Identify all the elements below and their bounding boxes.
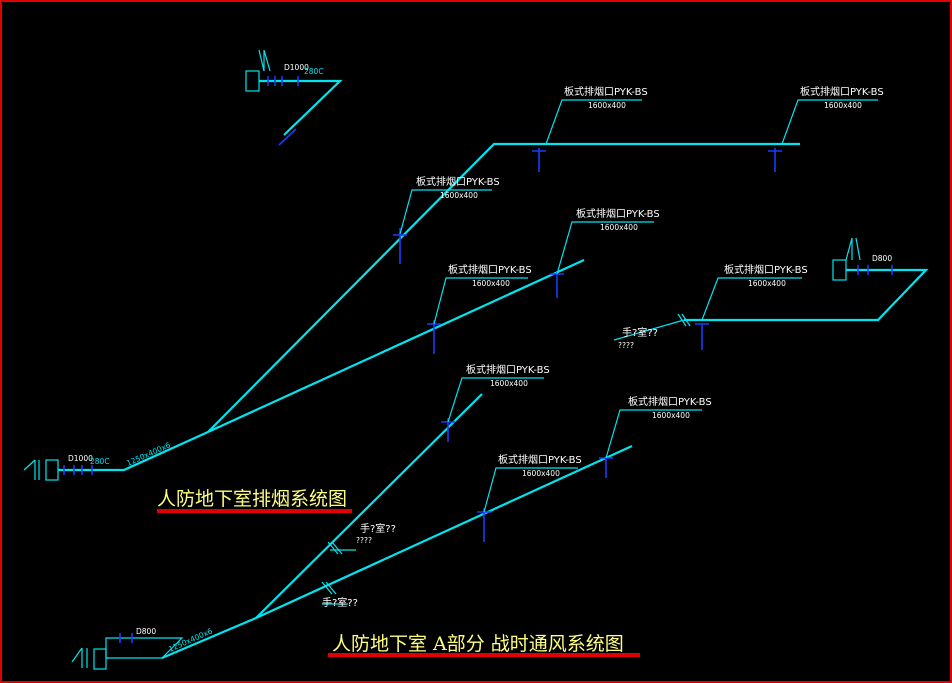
duct-right-fan	[684, 268, 929, 322]
svg-text:板式排烟口PYK-BS: 板式排烟口PYK-BS	[564, 85, 648, 98]
svg-text:1600x400: 1600x400	[600, 223, 638, 232]
title-smoke-system: 人防地下室排烟系统图	[157, 488, 348, 510]
ventilation-system: D800 1250x400x6 手?室?? ???? 手?室?? 板式排烟口PY…	[71, 363, 712, 670]
label-d1000-smoke: D1000	[68, 454, 93, 463]
fan-assembly-top[interactable]: D1000 280C	[245, 49, 343, 146]
outlet-smoke-1[interactable]: 板式排烟口PYK-BS 1600x400	[393, 175, 500, 264]
manual-valve-right-leader	[613, 313, 691, 341]
label-manual-valve-right: 手?室??	[622, 326, 658, 339]
duct-main-smoke[interactable]	[58, 430, 209, 472]
svg-text:板式排烟口PYK-BS: 板式排烟口PYK-BS	[628, 395, 712, 408]
right-valve-marks	[857, 265, 893, 275]
vent-valve-marks	[119, 633, 133, 643]
svg-text:1600x400: 1600x400	[472, 279, 510, 288]
fan-box-right	[832, 259, 847, 281]
duct-branch-lower-vent[interactable]	[255, 444, 633, 620]
label-d800-right: D800	[872, 254, 892, 263]
svg-text:板式排烟口PYK-BS: 板式排烟口PYK-BS	[416, 175, 500, 188]
svg-text:板式排烟口PYK-BS: 板式排烟口PYK-BS	[498, 453, 582, 466]
svg-text:1600x400: 1600x400	[748, 279, 786, 288]
svg-text:1600x400: 1600x400	[588, 101, 626, 110]
fan-symbol-right	[845, 237, 861, 261]
smoke-valve-marks	[63, 465, 93, 475]
fan-symbol-smoke	[23, 459, 40, 480]
outlet-smoke-4[interactable]: 板式排烟口PYK-BS 1600x400	[427, 263, 532, 354]
svg-text:板式排烟口PYK-BS: 板式排烟口PYK-BS	[576, 207, 660, 220]
fan-outlet-mark	[278, 128, 297, 146]
outlet-vent-3[interactable]: 板式排烟口PYK-BS 1600x400	[599, 395, 712, 478]
fan-box	[245, 70, 260, 92]
duct-branch-upper-smoke[interactable]	[207, 142, 800, 433]
svg-text:板式排烟口PYK-BS: 板式排烟口PYK-BS	[448, 263, 532, 276]
svg-text:板式排烟口PYK-BS: 板式排烟口PYK-BS	[800, 85, 884, 98]
fan-assembly-right[interactable]: D800 手?室?? ???? 板式排烟口PYK-BS 1600x400	[613, 237, 929, 350]
outlet-right[interactable]: 板式排烟口PYK-BS 1600x400	[695, 263, 808, 350]
label-duct-size-vent: 1250x400x6	[167, 626, 214, 653]
fan-box-vent	[93, 648, 107, 670]
outlet-smoke-5[interactable]: 板式排烟口PYK-BS 1600x400	[550, 207, 660, 298]
manual-valve-vent-upper[interactable]: 手?室?? ????	[327, 522, 396, 555]
duct-top-fan	[259, 79, 343, 136]
svg-text:1600x400: 1600x400	[490, 379, 528, 388]
label-manual-valve-right-sub: ????	[618, 341, 634, 350]
svg-text:手?室??: 手?室??	[322, 596, 358, 609]
svg-text:板式排烟口PYK-BS: 板式排烟口PYK-BS	[466, 363, 550, 376]
fan-symbol-vent	[71, 647, 88, 668]
svg-text:板式排烟口PYK-BS: 板式排烟口PYK-BS	[724, 263, 808, 276]
svg-text:1600x400: 1600x400	[522, 469, 560, 478]
outlet-smoke-2[interactable]: 板式排烟口PYK-BS 1600x400	[532, 85, 648, 172]
fan-symbol	[258, 49, 271, 72]
label-280-top: 280C	[304, 67, 324, 76]
title-ventilation-underline	[328, 653, 640, 657]
title-smoke-underline	[157, 509, 352, 513]
svg-text:1600x400: 1600x400	[824, 101, 862, 110]
label-d800-vent: D800	[136, 627, 156, 636]
duct-branch-upper-vent[interactable]	[255, 393, 483, 619]
outlet-smoke-3[interactable]: 板式排烟口PYK-BS 1600x400	[768, 85, 884, 172]
duct-main-vent[interactable]	[161, 616, 257, 660]
outlet-vent-2[interactable]: 板式排烟口PYK-BS 1600x400	[477, 453, 582, 542]
fan-bypass-vent	[105, 637, 184, 659]
fan-valve-marks	[267, 76, 299, 86]
title-ventilation-system: 人防地下室 A部分 战时通风系统图	[332, 633, 624, 655]
outlet-vent-1[interactable]: 板式排烟口PYK-BS 1600x400	[441, 363, 550, 442]
duct-branch-lower-smoke[interactable]	[207, 258, 585, 434]
manual-valve-vent-lower[interactable]: 手?室??	[321, 581, 358, 609]
svg-text:1600x400: 1600x400	[440, 191, 478, 200]
label-duct-size-smoke: 1250x400x6	[125, 440, 172, 467]
svg-text:????: ????	[356, 536, 372, 545]
svg-text:1600x400: 1600x400	[652, 411, 690, 420]
label-d1000-top: D1000	[284, 63, 309, 72]
label-280-smoke: 280C	[90, 457, 110, 466]
fan-box-smoke	[45, 459, 59, 481]
svg-text:手?室??: 手?室??	[360, 522, 396, 535]
